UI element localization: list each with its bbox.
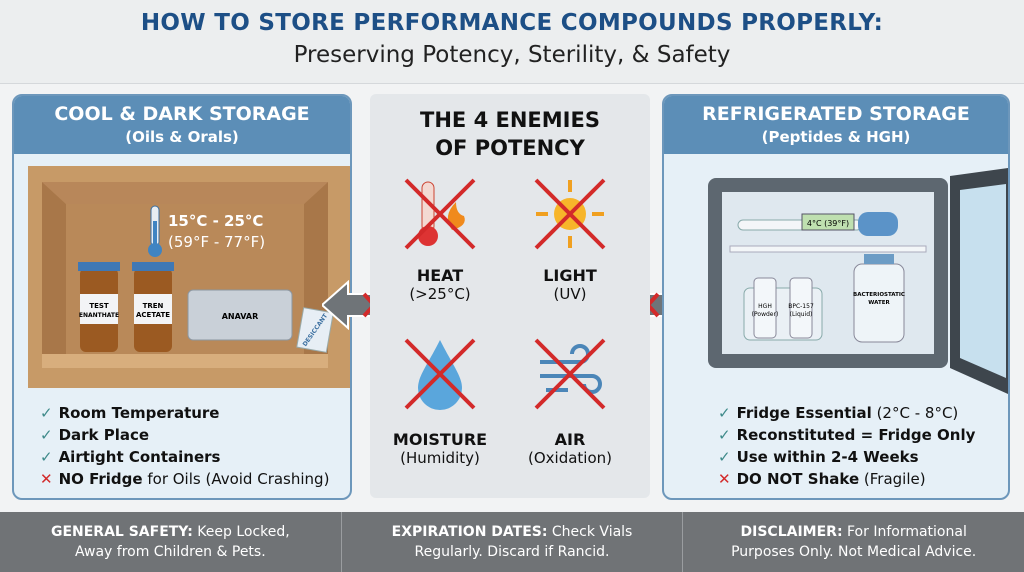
list-item: ✕NO Fridge for Oils (Avoid Crashing) <box>40 470 330 488</box>
svg-text:WATER: WATER <box>868 300 890 306</box>
svg-text:HGH: HGH <box>758 303 772 310</box>
svg-text:BPC-157: BPC-157 <box>788 303 814 310</box>
panel-title: COOL & DARK STORAGE <box>54 103 310 125</box>
thermometer-flame-icon <box>404 178 476 250</box>
list-item: ✕DO NOT Shake (Fragile) <box>718 470 926 488</box>
fridge-illustration: 4°C (39°F) HGH (Powder) BPC-157 (Liquid)… <box>708 168 1008 394</box>
title-banner: HOW TO STORE PERFORMANCE COMPOUNDS PROPE… <box>0 0 1024 84</box>
svg-text:TREN: TREN <box>143 302 164 310</box>
svg-text:(Powder): (Powder) <box>752 311 779 318</box>
list-item: ✓Room Temperature <box>40 404 220 422</box>
list-item: ✓Use within 2-4 Weeks <box>718 448 919 466</box>
vial: TEST ENANTHATE <box>78 262 120 352</box>
panel-subtitle: (Peptides & HGH) <box>761 128 911 146</box>
refrigerated-panel: REFRIGERATED STORAGE (Peptides & HGH) 4°… <box>662 94 1010 500</box>
left-checklist: ✓Room Temperature ✓Dark Place ✓Airtight … <box>40 402 329 490</box>
shelf-illustration: 15°C - 25°C (59°F - 77°F) TEST ENANTHATE… <box>28 166 350 388</box>
sun-icon <box>534 178 606 250</box>
page-subtitle: Preserving Potency, Sterility, & Safety <box>293 42 731 68</box>
temp-c: 15°C - 25°C <box>168 212 263 230</box>
enemy-moisture: MOISTURE(Humidity) <box>392 430 488 467</box>
svg-text:ENANTHATE: ENANTHATE <box>79 312 119 319</box>
footer-general-safety: GENERAL SAFETY: Keep Locked,Away from Ch… <box>0 512 342 572</box>
page-title: HOW TO STORE PERFORMANCE COMPOUNDS PROPE… <box>140 10 884 36</box>
enemy-heat: HEAT(>25°C) <box>409 266 471 303</box>
cool-dark-panel: COOL & DARK STORAGE (Oils & Orals) 15°C … <box>12 94 352 500</box>
svg-text:BACTERIOSTATIC: BACTERIOSTATIC <box>853 292 905 298</box>
svg-text:(Liquid): (Liquid) <box>790 311 813 318</box>
water-drop-icon <box>404 338 476 410</box>
enemy-air: AIR(Oxidation) <box>527 430 612 467</box>
footer: GENERAL SAFETY: Keep Locked,Away from Ch… <box>0 512 1024 572</box>
desiccant-packet: DESICCANT <box>296 307 334 353</box>
panel-header: REFRIGERATED STORAGE (Peptides & HGH) <box>664 96 1008 154</box>
fridge-thermo-readout: 4°C (39°F) <box>807 219 849 228</box>
enemy-light: LIGHT(UV) <box>543 266 597 303</box>
list-item: ✓Fridge Essential (2°C - 8°C) <box>718 404 959 422</box>
thermometer-icon <box>148 205 162 257</box>
list-item: ✓Airtight Containers <box>40 448 221 466</box>
list-item: ✓Dark Place <box>40 426 150 444</box>
svg-text:ANAVAR: ANAVAR <box>222 312 259 321</box>
panel-subtitle: (Oils & Orals) <box>125 128 239 146</box>
svg-text:TEST: TEST <box>89 302 109 310</box>
anavar-blister-pack: ANAVAR <box>187 289 293 341</box>
svg-text:ACETATE: ACETATE <box>136 311 170 319</box>
wind-icon <box>534 338 606 410</box>
right-checklist: ✓Fridge Essential (2°C - 8°C) ✓Reconstit… <box>718 402 975 490</box>
panel-title: REFRIGERATED STORAGE <box>702 103 970 125</box>
panel-header: COOL & DARK STORAGE (Oils & Orals) <box>14 96 350 154</box>
vial: TREN ACETATE <box>132 262 174 352</box>
list-item: ✓Reconstituted = Fridge Only <box>718 426 976 444</box>
temp-f: (59°F - 77°F) <box>168 233 265 251</box>
